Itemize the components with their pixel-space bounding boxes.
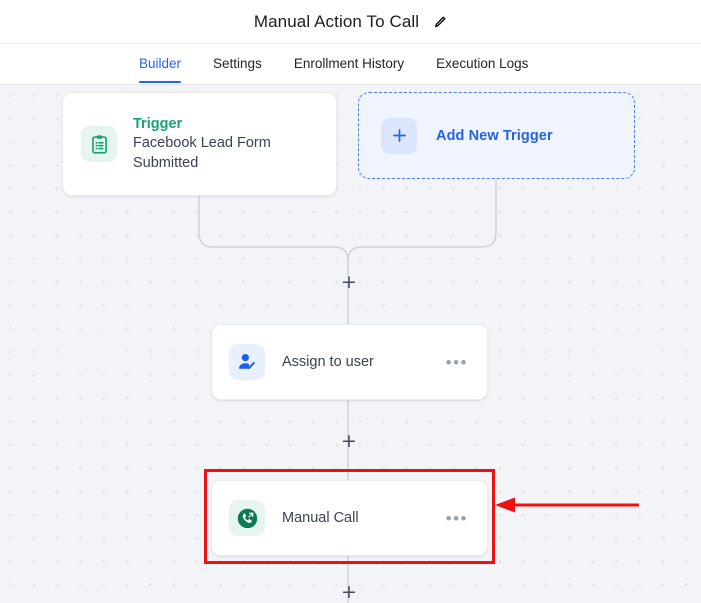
- phone-outgoing-icon: [229, 500, 265, 536]
- user-check-icon: [229, 344, 265, 380]
- workflow-canvas[interactable]: Trigger Facebook Lead Form Submitted Add…: [0, 85, 701, 603]
- clipboard-icon: [81, 126, 117, 162]
- node-assign-to-user[interactable]: Assign to user •••: [211, 324, 488, 400]
- tab-settings[interactable]: Settings: [213, 56, 262, 71]
- tab-bar: Builder Settings Enrollment History Exec…: [0, 44, 701, 85]
- trigger-kind-label: Trigger: [133, 116, 183, 133]
- ellipsis-icon[interactable]: •••: [445, 352, 468, 372]
- pencil-icon[interactable]: [433, 15, 447, 29]
- add-step-plus-bottom[interactable]: +: [341, 580, 357, 603]
- ellipsis-icon[interactable]: •••: [445, 508, 468, 528]
- assign-to-user-label: Assign to user: [282, 354, 374, 370]
- page-header: Manual Action To Call: [0, 0, 701, 44]
- add-step-plus-middle[interactable]: +: [341, 429, 357, 452]
- manual-call-label: Manual Call: [282, 510, 359, 526]
- tab-enrollment-history[interactable]: Enrollment History: [293, 56, 405, 71]
- node-trigger[interactable]: Trigger Facebook Lead Form Submitted: [62, 92, 337, 196]
- node-manual-call[interactable]: Manual Call •••: [211, 480, 488, 556]
- tab-builder[interactable]: Builder: [139, 44, 182, 83]
- tab-execution-logs[interactable]: Execution Logs: [436, 56, 529, 71]
- add-new-trigger-label: Add New Trigger: [436, 127, 553, 144]
- page-title: Manual Action To Call: [253, 11, 420, 31]
- add-step-plus-top[interactable]: +: [341, 270, 357, 293]
- trigger-text-block: Trigger Facebook Lead Form Submitted: [133, 115, 318, 172]
- plus-icon: [381, 117, 417, 154]
- connector-edges: [198, 179, 497, 603]
- trigger-name-label: Facebook Lead Form Submitted: [133, 135, 271, 171]
- add-new-trigger-button[interactable]: Add New Trigger: [358, 92, 635, 179]
